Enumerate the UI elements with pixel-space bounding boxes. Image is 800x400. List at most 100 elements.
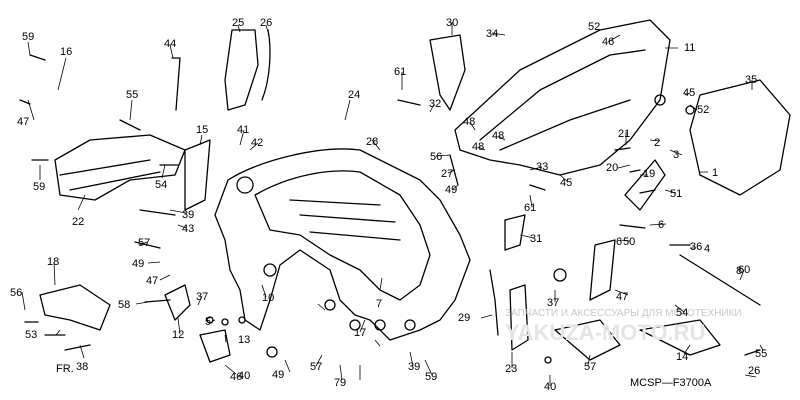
part-number-label: 51 [670, 188, 682, 200]
part-number-label: 48 [492, 130, 504, 142]
part-number-label: 47 [146, 275, 158, 287]
plate-25-part [224, 29, 259, 111]
part-number-label: 50 [623, 236, 635, 248]
part-number-label: 46 [602, 36, 614, 48]
bracket-31-part [504, 214, 526, 251]
part-number-label: 59 [425, 371, 437, 383]
main-frame-spar [289, 199, 401, 241]
part-number-label: 13 [238, 334, 250, 346]
watermark-line-2: YAKUZA-MOTO.RU [505, 320, 705, 345]
bracket-18-part [39, 284, 111, 331]
part-number-label: 29 [458, 312, 470, 324]
part-number-label: 47 [616, 291, 628, 303]
bracket-30-part [429, 34, 466, 111]
watermark-line-1: ЗАПЧАСТИ И АКСЕССУАРЫ ДЛЯ МОТОТЕХНИКИ [505, 308, 742, 319]
part-number-label: 20 [606, 162, 618, 174]
part-number-label: 49 [445, 184, 457, 196]
part-number-label: 1 [712, 167, 718, 179]
part-number-label: 28 [366, 136, 378, 148]
part-number-label: 37 [547, 297, 559, 309]
bar-26b-part [489, 269, 499, 336]
direction-label: FR. [56, 363, 74, 375]
hose-26-part [261, 29, 271, 101]
bracket-17-part [639, 319, 721, 356]
part-number-label: 7 [376, 298, 382, 310]
part-number-label: 4 [704, 243, 710, 255]
part-number-label: 39 [182, 209, 194, 221]
part-number-label: 52 [697, 104, 709, 116]
part-number-label: 58 [118, 299, 130, 311]
front-stay-bar [59, 159, 161, 191]
part-number-label: 45 [683, 87, 695, 99]
part-number-label: 21 [618, 128, 630, 140]
part-number-label: 57 [138, 237, 150, 249]
part-number-label: 53 [25, 329, 37, 341]
part-number-label: 49 [132, 258, 144, 270]
part-number-label: 49 [272, 369, 284, 381]
main-frame-inner [254, 170, 431, 301]
part-number-label: 16 [60, 46, 72, 58]
bracket-23-part [554, 319, 621, 361]
part-number-label: 55 [126, 89, 138, 101]
part-number-label: 59 [33, 181, 45, 193]
plate-19-part [624, 159, 666, 211]
part-number-label: 57 [584, 361, 596, 373]
part-number-label: 48 [472, 141, 484, 153]
rear-subframe-inner [479, 49, 646, 151]
part-number-label: 54 [155, 179, 167, 191]
part-number-label: 33 [536, 161, 548, 173]
part-number-label: 6 [616, 236, 622, 248]
part-number-label: 6 [658, 219, 664, 231]
front-stay-part [54, 134, 186, 201]
rear-subframe-part [454, 19, 671, 176]
part-number-label: 10 [262, 292, 274, 304]
part-number-label: 36 [690, 241, 702, 253]
part-number-label: 55 [755, 348, 767, 360]
part-number-label: 56 [10, 287, 22, 299]
part-number-label: 41 [237, 124, 249, 136]
part-number-label: 17 [354, 327, 366, 339]
part-number-label: 26 [260, 17, 272, 29]
main-frame-part [214, 148, 471, 341]
part-number-label: 59 [22, 31, 34, 43]
part-number-label: 44 [164, 38, 176, 50]
leader-lines [21, 22, 764, 386]
bracket-12-part [164, 284, 191, 321]
part-number-label: 32 [429, 98, 441, 110]
part-number-label: 48 [463, 116, 475, 128]
part-number-label: 9 [340, 377, 346, 389]
part-number-label: 18 [47, 256, 59, 268]
part-number-label: 15 [196, 124, 208, 136]
part-number-label: 42 [251, 137, 263, 149]
part-number-label: 61 [394, 66, 406, 78]
bracket-15-part [184, 139, 211, 211]
part-number-label: 25 [232, 17, 244, 29]
part-number-label: 60 [738, 264, 750, 276]
part-number-label: 7 [334, 377, 340, 389]
drawing-code: MCSP—F3700A [630, 377, 712, 389]
part-number-label: 24 [348, 89, 360, 101]
cover-35-part [689, 79, 791, 196]
part-number-label: 30 [446, 17, 458, 29]
part-number-label: 37 [196, 291, 208, 303]
part-number-label: 26 [748, 365, 760, 377]
part-number-label: 54 [676, 307, 688, 319]
bracket-13-part [199, 329, 231, 363]
part-number-label: 43 [182, 223, 194, 235]
part-number-label: 52 [588, 21, 600, 33]
part-number-label: 47 [17, 116, 29, 128]
part-number-label: 12 [172, 329, 184, 341]
part-number-label: 39 [408, 361, 420, 373]
part-number-label: 3 [673, 149, 679, 161]
part-number-label: 34 [486, 28, 498, 40]
part-number-label: 40 [544, 381, 556, 393]
bracket-14-part [589, 239, 616, 301]
part-number-label: 23 [505, 363, 517, 375]
bracket-29-part [509, 284, 529, 351]
part-number-label: 2 [654, 137, 660, 149]
part-number-label: 27 [441, 168, 453, 180]
strap-44-part [171, 57, 181, 111]
part-number-label: 22 [72, 216, 84, 228]
